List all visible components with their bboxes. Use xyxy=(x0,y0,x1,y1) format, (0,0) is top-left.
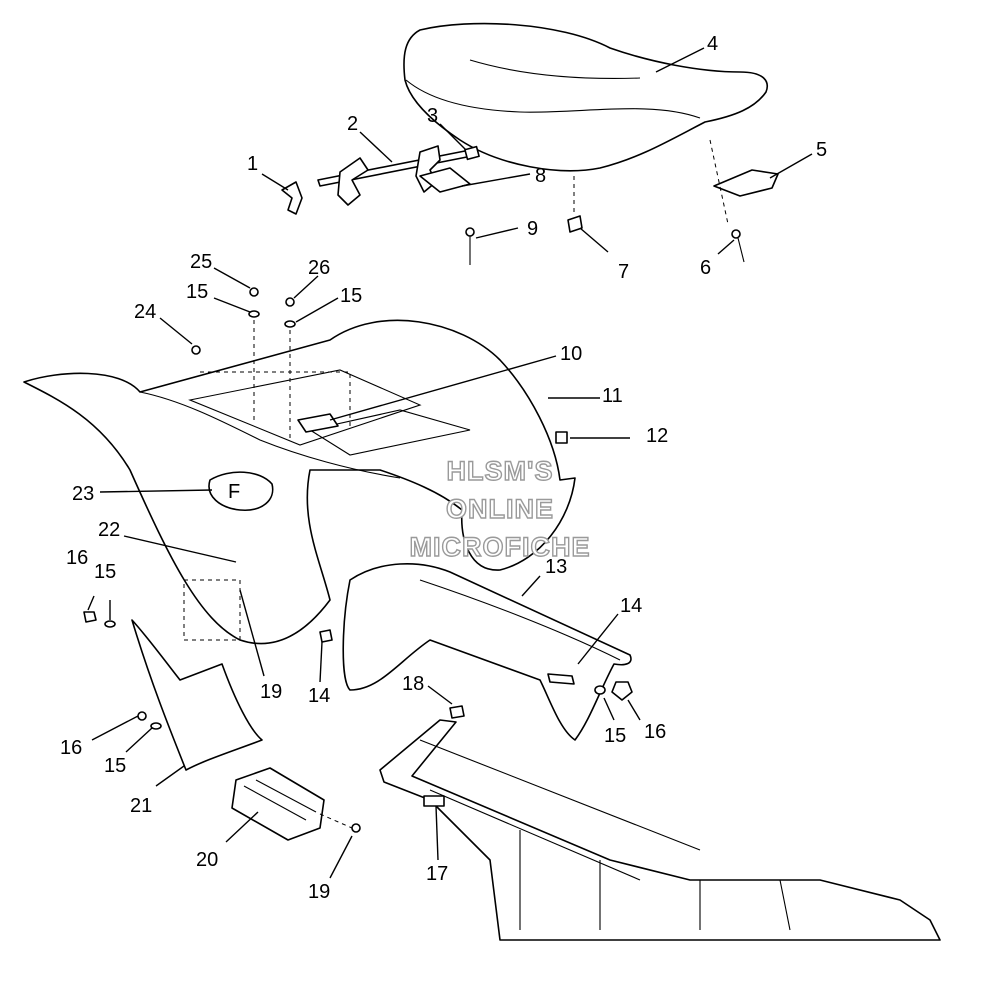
watermark-line-3: MICROFICHE xyxy=(410,532,591,562)
fender-fasteners xyxy=(191,287,296,440)
callout-16b: 16 xyxy=(60,737,82,759)
watermark: HLSM'S ONLINE MICROFICHE xyxy=(409,455,591,562)
fender-clip xyxy=(555,431,568,444)
callout-15e: 15 xyxy=(604,725,626,747)
callout-11: 11 xyxy=(602,385,623,407)
callout-labels: 1 2 3 4 5 6 7 8 9 10 11 12 13 14 14 15 1… xyxy=(60,33,827,903)
callout-6: 6 xyxy=(700,257,711,279)
callout-14a: 14 xyxy=(620,595,642,617)
callout-24: 24 xyxy=(134,301,156,323)
callout-15a: 15 xyxy=(186,281,208,303)
callout-5: 5 xyxy=(816,139,827,161)
callout-15c: 15 xyxy=(94,561,116,583)
callout-17: 17 xyxy=(426,863,448,885)
callout-20: 20 xyxy=(196,849,218,871)
callout-23: 23 xyxy=(72,483,94,505)
callout-25: 25 xyxy=(190,251,212,273)
rear-fender xyxy=(23,319,576,645)
callout-4: 4 xyxy=(707,33,718,55)
callout-16a: 16 xyxy=(66,547,88,569)
mud-flap-panel xyxy=(183,579,241,641)
callout-22: 22 xyxy=(98,519,120,541)
callout-18: 18 xyxy=(402,673,424,695)
callout-2: 2 xyxy=(347,113,358,135)
callout-8: 8 xyxy=(535,165,546,187)
callout-3: 3 xyxy=(427,105,438,127)
seat xyxy=(403,22,768,172)
callout-12: 12 xyxy=(646,425,668,447)
callout-21: 21 xyxy=(130,795,152,817)
seat-hinge xyxy=(567,139,779,263)
callout-10: 10 xyxy=(560,343,582,365)
callout-13: 13 xyxy=(545,556,567,578)
callout-15d: 15 xyxy=(104,755,126,777)
footrest xyxy=(231,767,361,841)
callout-26: 26 xyxy=(308,257,330,279)
callout-19a: 19 xyxy=(260,681,282,703)
watermark-line-1: HLSM'S xyxy=(447,456,554,486)
extension-fasteners xyxy=(83,611,633,701)
watermark-line-2: ONLINE xyxy=(446,494,554,524)
bracket-plate xyxy=(419,167,475,265)
callout-15b: 15 xyxy=(340,285,362,307)
leader-lines xyxy=(87,47,813,879)
warning-label xyxy=(297,413,339,433)
frame xyxy=(379,705,941,941)
callout-7: 7 xyxy=(618,261,629,283)
callout-19b: 19 xyxy=(308,881,330,903)
callout-9: 9 xyxy=(527,218,538,240)
svg-text:F: F xyxy=(228,481,240,503)
callout-14b: 14 xyxy=(308,685,330,707)
mud-flap xyxy=(131,619,263,771)
callout-16c: 16 xyxy=(644,721,666,743)
fender-extension xyxy=(342,563,632,741)
fender-decal: F xyxy=(208,471,274,511)
callout-1: 1 xyxy=(247,153,258,175)
